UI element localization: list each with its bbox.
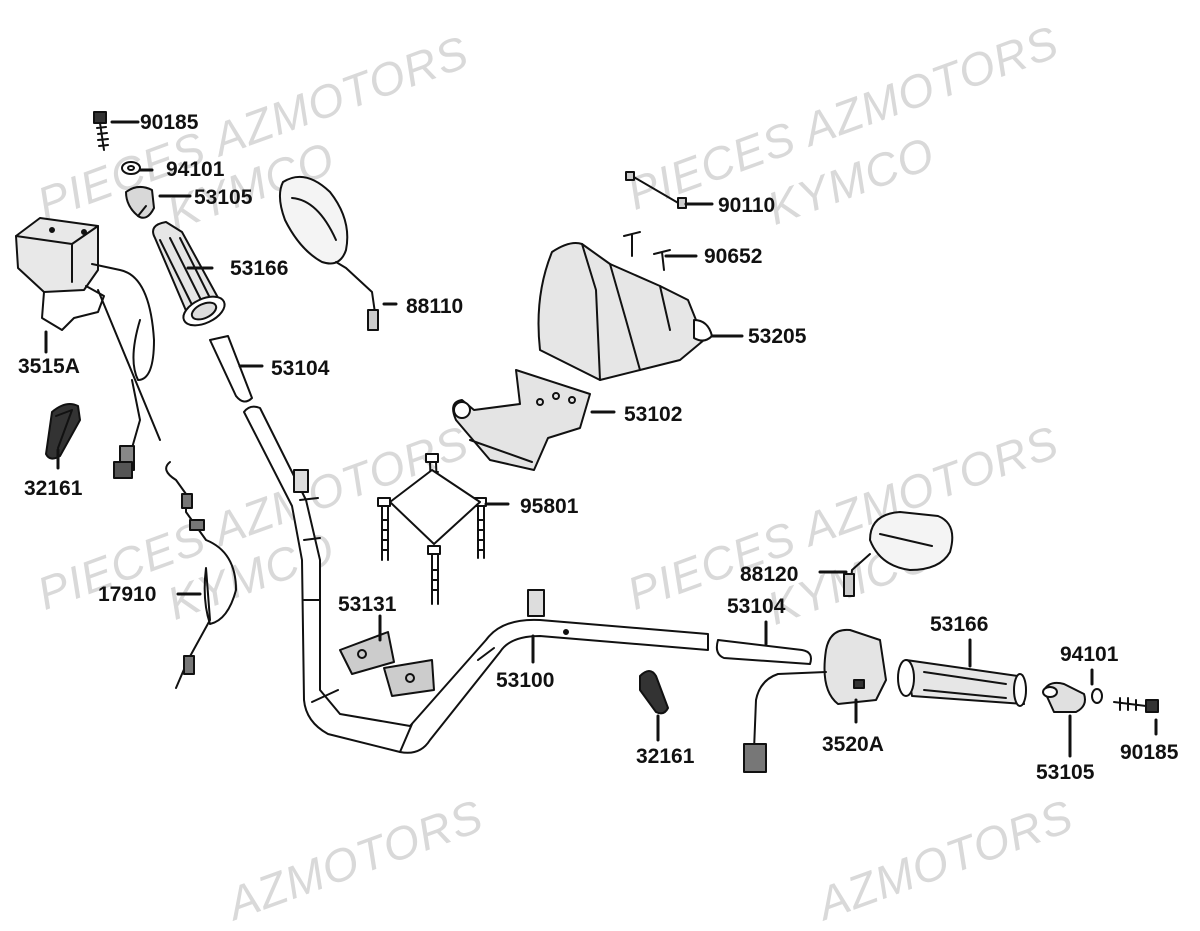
part-number-53205: 53205 bbox=[748, 325, 807, 348]
part-number-88120: 88120 bbox=[740, 563, 799, 586]
clamp-band-icon bbox=[45, 403, 81, 460]
left-grip-icon bbox=[152, 221, 226, 327]
part-number-90185: 90185 bbox=[140, 111, 199, 134]
washer-icon bbox=[1091, 688, 1103, 704]
handlebar-clamp-icon bbox=[339, 631, 435, 697]
part-number-53166-right: 53166 bbox=[930, 613, 989, 636]
part-number-53105: 53105 bbox=[194, 186, 253, 209]
part-number-17910: 17910 bbox=[98, 583, 157, 606]
throttle-cable-icon bbox=[165, 461, 237, 689]
part-number-90652: 90652 bbox=[704, 245, 763, 268]
left-mirror-icon bbox=[279, 175, 379, 331]
part-number-88110: 88110 bbox=[406, 295, 464, 318]
windscreen-bracket-icon bbox=[452, 369, 591, 471]
clamp-band-icon bbox=[639, 670, 669, 715]
parts-diagram: PIECES AZMOTORS KYMCO PIECES AZMOTORS KY… bbox=[15, 15, 1179, 930]
parts-line-art bbox=[15, 111, 1159, 773]
right-mirror-icon bbox=[843, 511, 954, 597]
bolt-icon bbox=[1113, 697, 1159, 713]
part-number-53100: 53100 bbox=[496, 669, 555, 692]
part-number-53166: 53166 bbox=[230, 257, 289, 280]
part-number-53102: 53102 bbox=[624, 403, 683, 426]
part-number-94101: 94101 bbox=[166, 158, 225, 181]
part-number-95801: 95801 bbox=[520, 495, 579, 518]
part-number-32161-right: 32161 bbox=[636, 745, 695, 768]
brake-master-cylinder-icon bbox=[15, 217, 161, 441]
part-number-3515A: 3515A bbox=[18, 355, 80, 378]
screw-icon bbox=[625, 171, 687, 209]
part-number-53104: 53104 bbox=[271, 357, 330, 380]
part-number-90110: 90110 bbox=[718, 194, 776, 217]
rivet-icon bbox=[623, 231, 671, 271]
windscreen-icon bbox=[537, 242, 713, 381]
part-number-3520A: 3520A bbox=[822, 733, 884, 756]
bar-end-weight-icon bbox=[125, 186, 155, 219]
handlebar-icon bbox=[243, 405, 709, 754]
bolt-icon bbox=[93, 111, 109, 151]
switch-housing-icon bbox=[743, 628, 887, 773]
right-grip-icon bbox=[897, 659, 1027, 707]
part-number-90185-right: 90185 bbox=[1120, 741, 1179, 764]
part-number-53131: 53131 bbox=[338, 593, 397, 616]
part-number-53104-right: 53104 bbox=[727, 595, 786, 618]
washer-icon bbox=[121, 161, 141, 175]
throttle-tube-icon bbox=[715, 639, 812, 665]
part-number-53105-right: 53105 bbox=[1036, 761, 1095, 784]
part-number-94101-right: 94101 bbox=[1060, 643, 1119, 666]
leader-lines bbox=[44, 120, 1158, 758]
riser-bolts-icon bbox=[377, 453, 487, 605]
bar-end-weight-icon bbox=[1042, 681, 1086, 713]
brake-switch-wire-icon bbox=[113, 379, 141, 479]
throttle-tube-icon bbox=[209, 335, 253, 403]
part-number-32161: 32161 bbox=[24, 477, 83, 500]
